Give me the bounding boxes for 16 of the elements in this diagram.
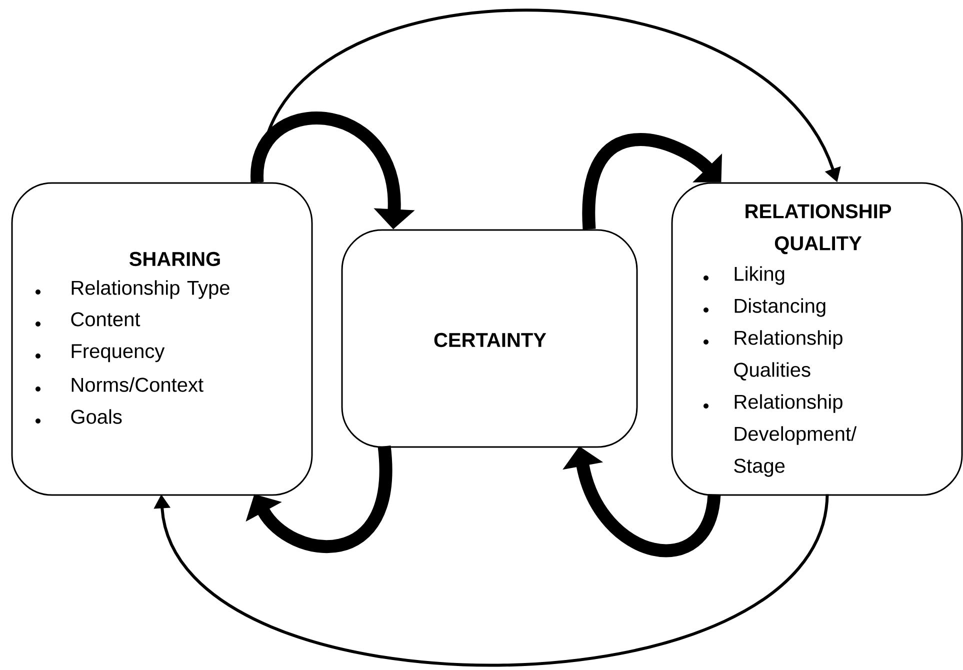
- curved-arrow: [154, 494, 829, 667]
- thick-curved-arrow: [582, 133, 722, 230]
- curved-arrow: [260, 8, 841, 182]
- list-item: Liking: [734, 266, 784, 285]
- list-item: Relationship Type: [72, 280, 230, 299]
- list-item: Content: [71, 312, 140, 326]
- list-item: Goals: [71, 409, 122, 424]
- list-item: Norms/Context: [72, 377, 204, 392]
- thick-curved-arrow: [246, 446, 392, 553]
- list-item: Relationship Qualities: [734, 330, 842, 380]
- list-item: Distancing: [734, 298, 826, 317]
- heading: RELATIONSHIP QUALITY: [746, 204, 892, 254]
- heading: SHARING: [129, 252, 220, 266]
- heading: CERTAINTY: [434, 332, 546, 348]
- list-item: Frequency: [72, 344, 165, 362]
- list-item: Relationship Development/ Stage: [734, 394, 857, 477]
